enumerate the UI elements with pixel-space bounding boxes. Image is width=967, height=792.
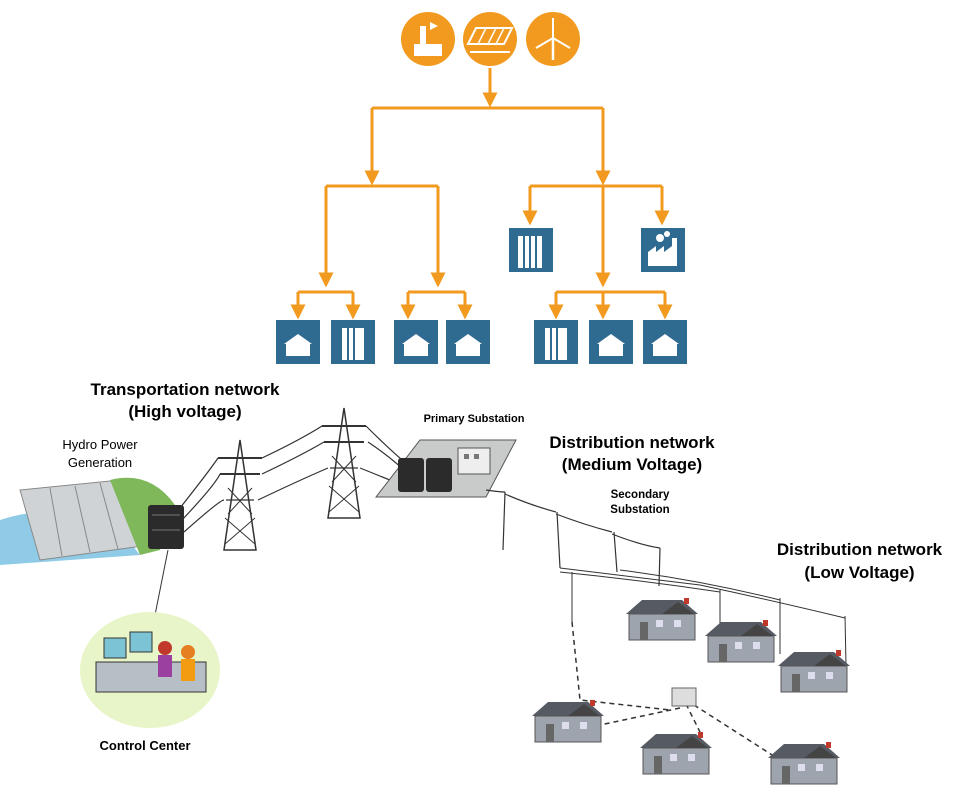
high-voltage-lines (179, 425, 415, 533)
transmission-tower (217, 439, 263, 551)
transport-network-title: Transportation network (90, 380, 280, 399)
solar-panel-icon (463, 12, 517, 66)
house-icon (446, 320, 490, 364)
underground-cables (571, 621, 781, 761)
house-icon (643, 320, 687, 364)
distribution-medium-title: Distribution network (549, 433, 715, 452)
house-icon (589, 320, 633, 364)
low-voltage-lines (559, 567, 847, 666)
factory-icon (641, 228, 685, 272)
house-icon (767, 741, 841, 785)
office-building-icon (509, 228, 553, 272)
secondary-substation-line2: Substation (610, 504, 670, 516)
power-plant-icon (401, 12, 455, 66)
transport-network-subtitle: (High voltage) (128, 402, 242, 421)
distribution-tree (290, 68, 673, 320)
hydro-label-line2: Generation (67, 455, 133, 470)
house-icon (276, 320, 320, 364)
medium-voltage-lines (485, 489, 661, 587)
office-building-icon (534, 320, 578, 364)
hydro-dam-illustration (0, 477, 184, 565)
house-icon (777, 649, 851, 693)
transmission-tower (321, 407, 367, 519)
office-building-icon (331, 320, 375, 364)
distribution-low-title: Distribution network (776, 540, 943, 559)
house-icon (394, 320, 438, 364)
control-center-illustration (80, 612, 220, 728)
consumer-tiles (276, 320, 687, 364)
primary-substation (374, 439, 517, 498)
distribution-medium-subtitle: (Medium Voltage) (561, 455, 703, 474)
house-icon (639, 731, 713, 775)
secondary-substation-line1: Secondary (610, 489, 670, 501)
wind-turbine-icon (526, 12, 580, 66)
house-icon (531, 699, 605, 743)
control-center-label: Control Center (99, 738, 191, 753)
primary-substation-label: Primary Substation (423, 413, 525, 425)
house-icon (704, 619, 778, 663)
house-icon (625, 597, 699, 641)
hydro-label-line1: Hydro Power (62, 437, 138, 452)
pad-mount-transformer (671, 687, 697, 707)
distribution-low-subtitle: (Low Voltage) (804, 563, 915, 582)
